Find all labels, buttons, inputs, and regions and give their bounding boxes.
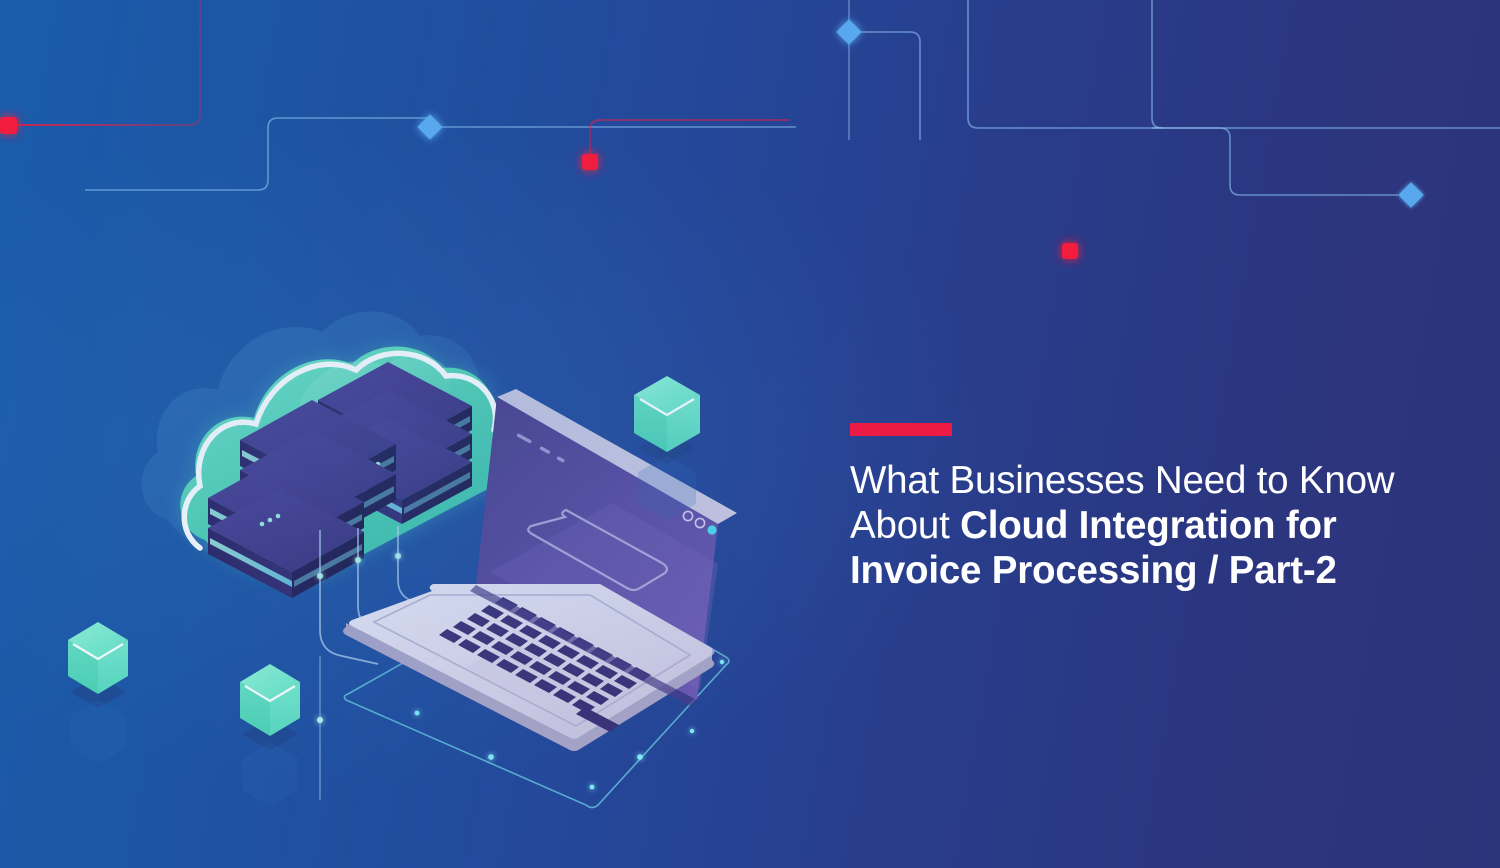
cloud-outline-stroke bbox=[181, 350, 499, 551]
laptop-base-bevel bbox=[372, 594, 692, 727]
circuit-lines-red bbox=[10, 0, 1071, 251]
screen-dot-hollow bbox=[694, 517, 706, 529]
cube-reflection bbox=[638, 456, 696, 520]
cable-1 bbox=[319, 530, 379, 665]
cable-dot bbox=[317, 573, 323, 579]
cube-reflection bbox=[242, 742, 298, 806]
circuit-line-5 bbox=[849, 31, 921, 140]
headline-line-3-bold: Invoice Processing / Part-2 bbox=[850, 549, 1337, 592]
cube-top-highlight bbox=[639, 397, 695, 417]
laptop-keyboard-keys bbox=[439, 597, 651, 732]
cable-dot bbox=[317, 717, 323, 723]
laptop-base-edge bbox=[343, 623, 715, 751]
diamond-left-icon bbox=[417, 114, 443, 140]
laptop-screen-dots bbox=[682, 510, 717, 535]
cable-dot bbox=[355, 557, 361, 563]
accent-bar bbox=[850, 423, 952, 436]
circuit-line-6 bbox=[967, 0, 1398, 196]
circuit-line-1 bbox=[85, 117, 430, 191]
red-node-left bbox=[0, 117, 17, 134]
server-unit bbox=[208, 488, 364, 598]
red-node-lower bbox=[1062, 243, 1078, 259]
cable-dot-group bbox=[317, 553, 401, 723]
red-node-group bbox=[0, 117, 1078, 259]
laptop-hinge bbox=[470, 585, 697, 706]
circuit-red-2 bbox=[589, 119, 790, 162]
laptop-base-outline bbox=[343, 568, 730, 809]
server-stack-group bbox=[208, 362, 472, 598]
headline-line-2-bold: Cloud Integration for bbox=[960, 504, 1337, 547]
circuit-line-8 bbox=[1151, 0, 1163, 129]
cube-bottom-left bbox=[68, 622, 128, 764]
cube-bottom-mid bbox=[240, 664, 300, 806]
red-node-upper bbox=[582, 154, 598, 170]
cube-top-highlight bbox=[72, 643, 124, 661]
headline-line-1: What Businesses Need to Know bbox=[850, 459, 1395, 502]
screen-dot-hollow bbox=[682, 510, 694, 522]
laptop-group bbox=[343, 389, 737, 751]
server-column-front bbox=[208, 400, 396, 598]
screen-dot-active bbox=[707, 525, 717, 535]
diamond-mid-icon bbox=[836, 19, 862, 45]
headline-line-2-regular: About bbox=[850, 504, 961, 547]
circuit-lines-blue bbox=[85, 0, 1500, 250]
cube-top-right bbox=[634, 376, 700, 520]
cube-reflection bbox=[70, 700, 126, 764]
cable-dot bbox=[395, 553, 401, 559]
laptop-screen-searchbar bbox=[527, 508, 669, 592]
laptop-screen-dashes bbox=[516, 433, 565, 463]
circuit-red-1 bbox=[10, 0, 201, 126]
laptop-screen-rim bbox=[497, 389, 737, 524]
cube-top-highlight bbox=[244, 685, 296, 703]
